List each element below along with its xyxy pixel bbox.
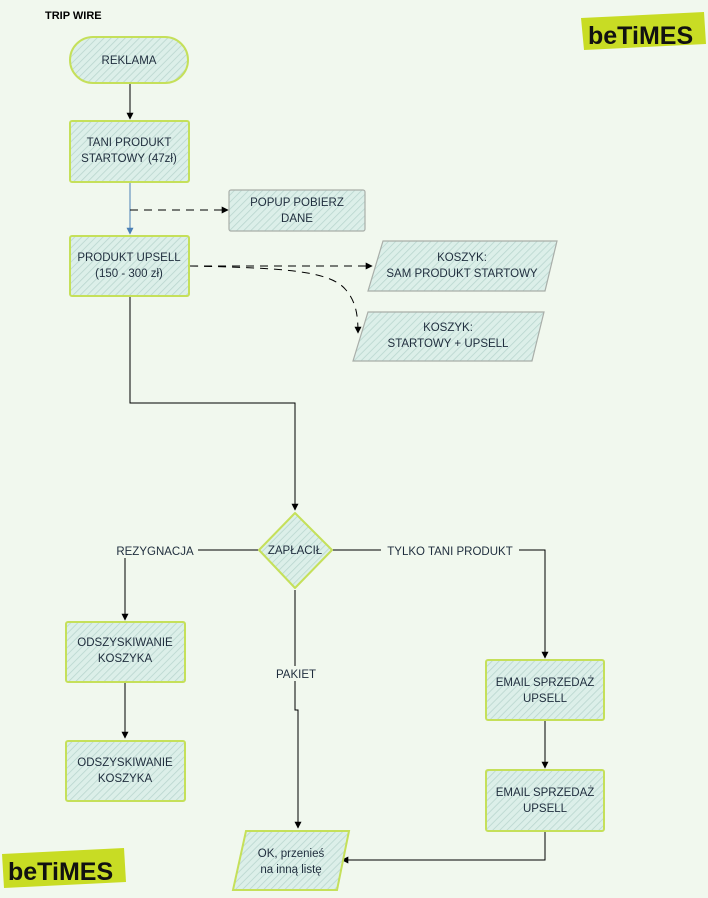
edge-pakiet — [294, 590, 302, 829]
node-koszyk-upsell: KOSZYK: STARTOWY + UPSELL — [352, 311, 545, 362]
svg-text:UPSELL: UPSELL — [523, 693, 568, 705]
edge-upsell-zaplacil — [129, 296, 299, 511]
node-ok-przenies: OK, przenieś na inną listę — [231, 830, 351, 891]
node-produkt-upsell: PRODUKT UPSELL (150 - 300 zł) — [69, 235, 190, 297]
svg-text:PAKIET: PAKIET — [276, 669, 316, 681]
svg-text:PRODUKT UPSELL: PRODUKT UPSELL — [77, 252, 181, 264]
svg-text:KOSZYKA: KOSZYKA — [98, 773, 153, 785]
node-email-2: EMAIL SPRZEDAŻ UPSELL — [485, 769, 605, 832]
edge-label-tylko-tani: TYLKO TANI PRODUKT — [381, 543, 519, 558]
node-odzyskiwanie-2: ODSZYSKIWANIE KOSZYKA — [65, 740, 186, 802]
node-odzyskiwanie-1: ODSZYSKIWANIE KOSZYKA — [65, 621, 186, 683]
svg-text:TYLKO TANI PRODUKT: TYLKO TANI PRODUKT — [387, 546, 512, 558]
edge-email-ok — [341, 831, 546, 864]
svg-text:UPSELL: UPSELL — [523, 803, 568, 815]
svg-text:KOSZYK:: KOSZYK: — [423, 322, 473, 334]
node-koszyk-sam: KOSZYK: SAM PRODUKT STARTOWY — [367, 240, 558, 292]
logo-top-right: beTiMES — [581, 12, 706, 50]
svg-text:KOSZYK:: KOSZYK: — [437, 252, 487, 264]
svg-text:beTiMES: beTiMES — [8, 858, 113, 886]
svg-text:SAM PRODUKT STARTOWY: SAM PRODUKT STARTOWY — [386, 268, 538, 280]
svg-text:STARTOWY (47zł): STARTOWY (47zł) — [81, 153, 177, 165]
svg-text:ZAPŁACIŁ: ZAPŁACIŁ — [268, 545, 323, 557]
svg-text:REKLAMA: REKLAMA — [102, 55, 157, 67]
svg-text:POPUP POBIERZ: POPUP POBIERZ — [250, 197, 344, 209]
edge-rezygnacja — [121, 549, 260, 621]
svg-text:OK, przenieś: OK, przenieś — [258, 848, 325, 860]
svg-text:DANE: DANE — [281, 213, 313, 225]
svg-text:EMAIL SPRZEDAŻ: EMAIL SPRZEDAŻ — [496, 786, 595, 799]
node-email-1: EMAIL SPRZEDAŻ UPSELL — [485, 659, 605, 721]
edge-label-rezygnacja: REZYGNACJA — [112, 543, 198, 558]
logo-bottom-left: beTiMES — [2, 848, 126, 888]
node-zaplacil: ZAPŁACIŁ — [258, 512, 333, 589]
svg-text:KOSZYKA: KOSZYKA — [98, 653, 153, 665]
svg-text:beTiMES: beTiMES — [588, 22, 693, 50]
node-tani-produkt: TANI PRODUKT STARTOWY (47zł) — [69, 120, 190, 183]
edge-label-pakiet: PAKIET — [271, 666, 321, 681]
edges — [121, 84, 549, 864]
svg-text:TANI PRODUKT: TANI PRODUKT — [87, 137, 172, 149]
svg-text:REZYGNACJA: REZYGNACJA — [116, 546, 194, 558]
svg-text:EMAIL SPRZEDAŻ: EMAIL SPRZEDAŻ — [496, 676, 595, 689]
diagram-title: TRIP WIRE — [45, 10, 102, 22]
edge-dashed-koszyk-upsell — [189, 265, 362, 334]
svg-text:na inną listę: na inną listę — [260, 864, 321, 876]
svg-text:(150 - 300 zł): (150 - 300 zł) — [95, 268, 163, 280]
edge-tylko-tani — [332, 549, 549, 659]
svg-text:ODSZYSKIWANIE: ODSZYSKIWANIE — [77, 757, 173, 769]
node-popup: POPUP POBIERZ DANE — [228, 189, 366, 232]
node-reklama: REKLAMA — [69, 36, 189, 84]
svg-text:ODSZYSKIWANIE: ODSZYSKIWANIE — [77, 637, 173, 649]
svg-text:STARTOWY + UPSELL: STARTOWY + UPSELL — [388, 338, 510, 350]
